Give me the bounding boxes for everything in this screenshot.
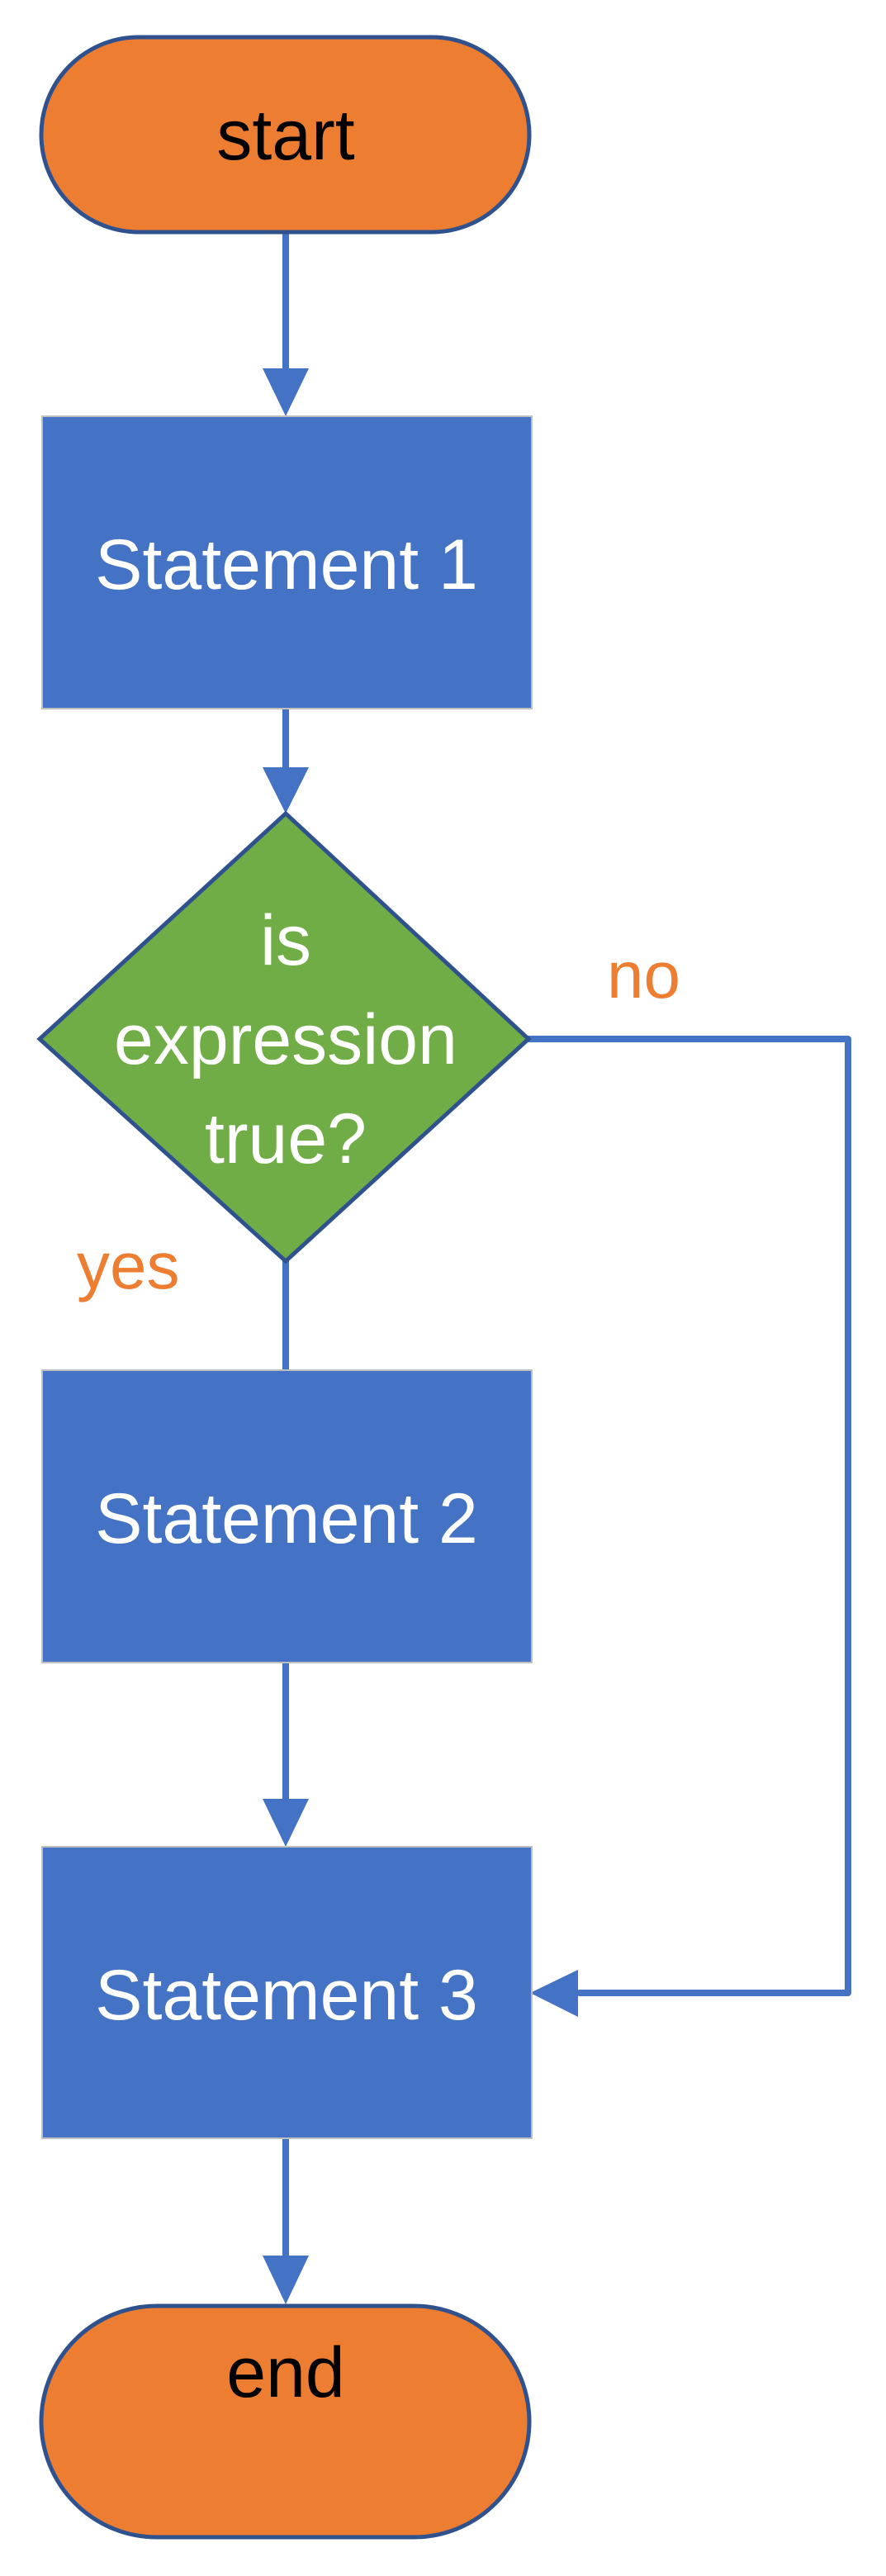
start-label: start <box>216 96 354 175</box>
statement-3-label: Statement 3 <box>95 1956 478 2035</box>
node-statement-3: Statement 3 <box>41 1846 533 2139</box>
decision-label-line-3: true? <box>205 1099 367 1179</box>
statement-2-label: Statement 2 <box>95 1479 478 1558</box>
process-shape <box>41 1369 533 1663</box>
connector-decision-to-statement3 <box>525 1036 851 1996</box>
arrowhead-left-icon <box>530 1970 578 2017</box>
branch-label-yes: yes <box>77 1229 180 1302</box>
node-decision: is expression true? <box>36 810 532 1264</box>
node-end: end <box>39 2303 532 2540</box>
arrowhead-down-icon <box>263 368 309 416</box>
node-statement-1: Statement 1 <box>41 415 533 709</box>
node-start: start <box>39 35 532 235</box>
decision-label-line-1: is <box>260 901 311 980</box>
node-statement-2: Statement 2 <box>41 1369 533 1663</box>
decision-shape <box>36 810 532 1264</box>
end-label: end <box>226 2333 345 2412</box>
connectors <box>282 230 851 2261</box>
decision-label-line-2: expression <box>114 1000 457 1079</box>
arrowhead-down-icon <box>263 767 309 814</box>
statement-1-label: Statement 1 <box>95 525 478 605</box>
process-shape <box>41 1846 533 2139</box>
branch-label-no: no <box>607 938 680 1012</box>
arrowhead-down-icon <box>263 1799 309 1847</box>
arrowheads <box>263 368 578 2304</box>
arrowhead-down-icon <box>263 2256 309 2304</box>
process-shape <box>41 415 533 709</box>
terminal-shape <box>39 35 532 235</box>
terminal-shape <box>39 2303 532 2540</box>
